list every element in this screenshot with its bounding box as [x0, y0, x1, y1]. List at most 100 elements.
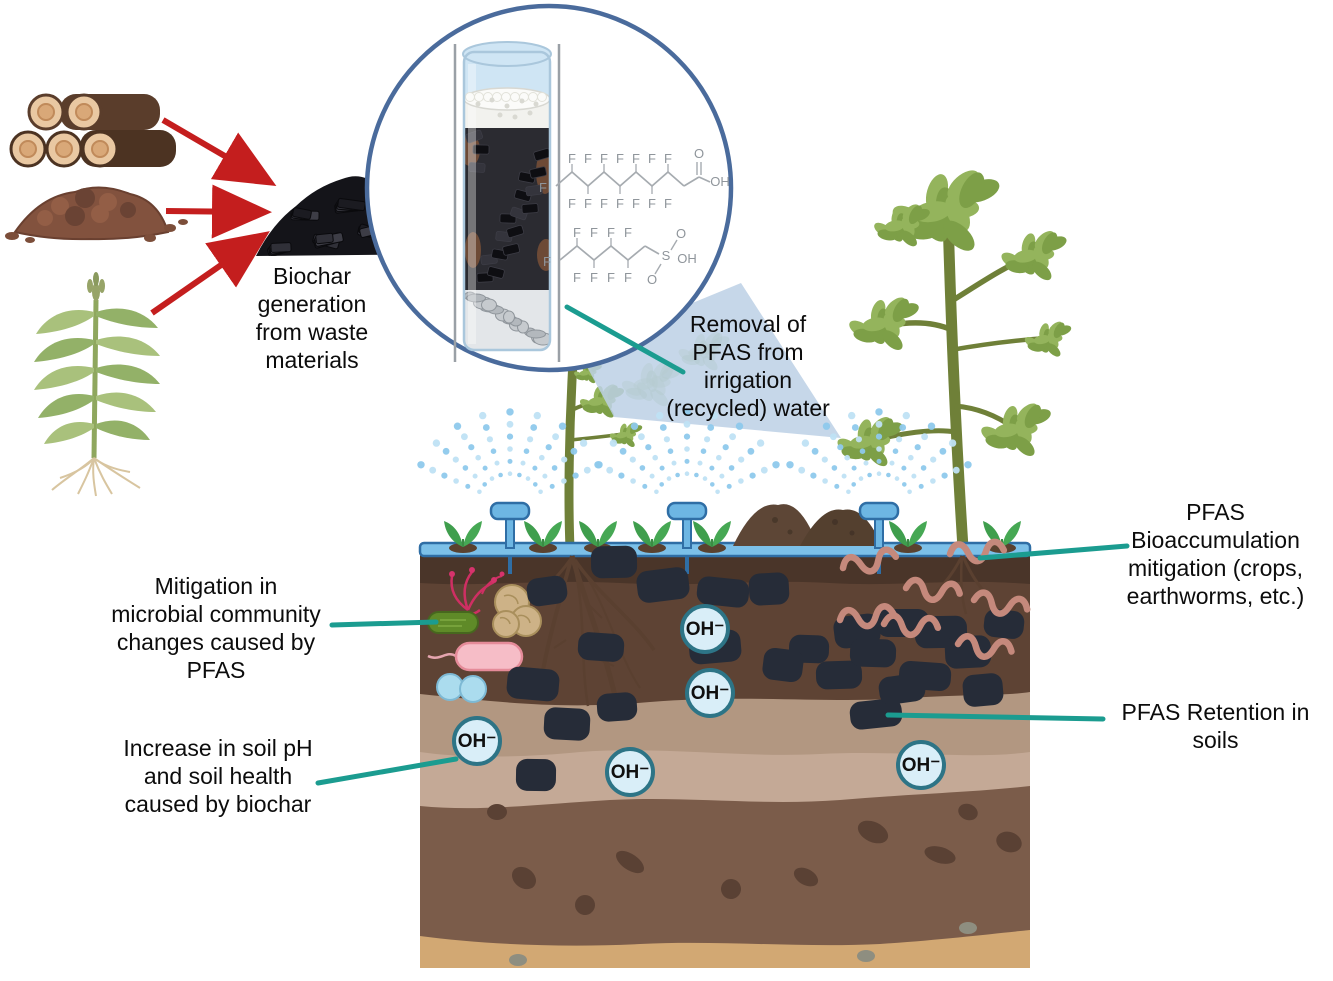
biochar-particle-icon [515, 758, 557, 792]
corn-roots [51, 457, 141, 497]
soil-mound-icon [800, 509, 882, 546]
bedrock-sand-layer [420, 930, 1030, 968]
soil-stones [509, 922, 977, 966]
svg-text:F: F [584, 196, 592, 211]
svg-text:F: F [568, 196, 576, 211]
callout-line-bioaccumulation [977, 543, 1130, 561]
red-arrow-icon [165, 184, 272, 239]
biochar-particle-icon [590, 545, 638, 579]
svg-text:O: O [647, 272, 657, 287]
svg-text:F: F [543, 254, 551, 269]
earthworm-icon [902, 576, 963, 603]
callout-line-removal [564, 304, 686, 375]
earthworm-icon [836, 603, 897, 630]
seedling-icon [524, 521, 562, 553]
svg-text:F: F [607, 270, 615, 285]
svg-text:F: F [632, 151, 640, 166]
cocci-bacterium-icon [436, 673, 487, 703]
biochar-particle-icon [596, 692, 638, 722]
corn-tassel [87, 272, 105, 301]
pfas-retention-caption: PFAS Retention in soils [1121, 699, 1310, 754]
soil-pile-icon [5, 186, 188, 243]
svg-text:F: F [568, 151, 576, 166]
soil-ph-caption: Increase in soil pH and soil health caus… [123, 735, 313, 818]
biochar-particle-icon [849, 638, 897, 668]
biochar-particle-icon [849, 698, 903, 730]
callout-lines [315, 543, 1130, 786]
svg-text:F: F [648, 151, 656, 166]
earthworm-icon [839, 546, 900, 575]
wood-logs-icon [9, 93, 176, 168]
biochar-particle-icon [543, 707, 591, 741]
sprinkler-spray [417, 408, 603, 495]
callout-line-microbial [329, 619, 439, 628]
svg-text:F: F [539, 180, 547, 195]
feedstock-arrows [150, 117, 277, 316]
svg-text:F: F [624, 225, 632, 240]
biochar-particle-icon [696, 576, 750, 608]
filter-column-icon [453, 41, 561, 362]
svg-text:F: F [664, 196, 672, 211]
biochar-particle-icon [577, 632, 625, 662]
earthworm-icon [954, 633, 1015, 660]
svg-text:S: S [662, 248, 671, 263]
svg-text:F: F [607, 225, 615, 240]
biochar-particle-icon [944, 635, 992, 669]
svg-text:O: O [694, 146, 704, 161]
log-ends [9, 93, 119, 168]
svg-text:O: O [676, 226, 686, 241]
capsule-bacterium-icon [427, 641, 524, 672]
biochar-particle-icon [762, 647, 804, 683]
biochar-particle-icon [526, 575, 568, 607]
sprinkler-icon [489, 501, 531, 574]
biochar-particle-icon [962, 673, 1004, 707]
svg-text:OH: OH [677, 251, 697, 266]
earthworm-icon [970, 589, 1031, 617]
callout-line-retention [885, 712, 1106, 722]
svg-text:F: F [624, 270, 632, 285]
bioaccumulation-caption: PFAS Bioaccumulation mitigation (crops, … [1126, 499, 1305, 610]
svg-text:F: F [616, 196, 624, 211]
svg-text:OH: OH [710, 174, 730, 189]
seedling-icon [889, 521, 927, 553]
red-arrow-icon [161, 117, 277, 187]
sprinkler-icon [666, 501, 708, 574]
biochar-generation-caption: Biochar generation from waste materials [255, 263, 369, 374]
svg-text:F: F [573, 225, 581, 240]
earthworm-icon [946, 538, 1008, 565]
mycorrhiza-icon [492, 584, 542, 638]
hydroxide-ion-badge: OH⁻ [605, 747, 655, 797]
svg-text:F: F [590, 225, 598, 240]
tree-foliage [837, 170, 1072, 467]
biochar-particle-icon [815, 660, 863, 690]
seedling-icon [444, 521, 482, 553]
red-arrow-icon [150, 231, 270, 316]
magnifier-callout-wedge [578, 283, 841, 438]
seedling-icon [693, 521, 731, 553]
svg-text:F: F [600, 151, 608, 166]
svg-text:F: F [584, 151, 592, 166]
hydroxide-ion-badge: OH⁻ [896, 740, 946, 790]
svg-text:F: F [648, 196, 656, 211]
microbial-mitigation-caption: Mitigation in microbial community change… [111, 573, 321, 684]
biochar-particle-icon [898, 660, 952, 692]
callout-line-ph [315, 756, 459, 786]
svg-text:F: F [590, 270, 598, 285]
svg-text:F: F [664, 151, 672, 166]
hydroxide-ion-badge: OH⁻ [685, 668, 735, 718]
hydroxide-ion-badge: OH⁻ [680, 604, 730, 654]
biochar-particle-icon [748, 572, 790, 606]
svg-text:F: F [600, 196, 608, 211]
corn-leaves [34, 308, 160, 444]
svg-text:F: F [616, 151, 624, 166]
soil-cross-section [418, 501, 1032, 968]
hydroxide-ion-badge: OH⁻ [452, 716, 502, 766]
sprinkler-spray [786, 408, 972, 495]
biochar-particle-icon [506, 666, 560, 702]
soil-mound-icon [733, 504, 818, 546]
seedling-icon [633, 521, 671, 553]
biochar-particle-icon [983, 609, 1025, 639]
